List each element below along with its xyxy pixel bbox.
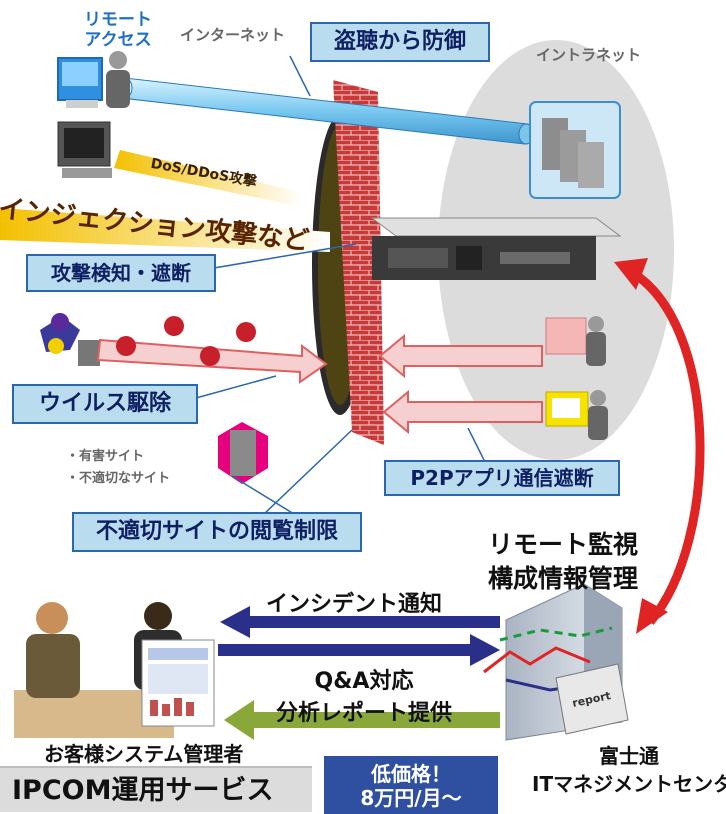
- intranet-label: イントラネット: [536, 46, 642, 64]
- intranet-pc-yellow-icon: [545, 390, 608, 440]
- service-name: IPCOM運用サービス: [0, 766, 312, 812]
- monitoring-arrow: [625, 266, 705, 625]
- customer-admin-icon: [14, 602, 215, 738]
- intranet-pc-pink-icon: [545, 316, 606, 366]
- customer-admin-label: お客様システム管理者: [44, 742, 244, 766]
- attack-detect-callout: 攻撃検知・遮断: [26, 254, 216, 292]
- vpn-tunnel: [120, 77, 529, 145]
- virus-removal-callout: ウイルス駆除: [12, 384, 198, 424]
- price-line-1: 低価格！: [371, 762, 451, 786]
- incident-arrow: [220, 606, 500, 638]
- price-badge: 低価格！ 8万円/月～: [324, 756, 498, 814]
- dos-attack-arrow: [114, 150, 302, 207]
- fujitsu-building-icon: [483, 583, 629, 741]
- report-arrow: [224, 700, 500, 740]
- callout-pointers: [195, 55, 487, 515]
- url-filter-callout: 不適切サイトの閲覧制限: [72, 512, 362, 552]
- qa-arrow: [218, 634, 500, 666]
- ipcom-appliance-icon: [370, 217, 622, 280]
- virus-icons: [116, 316, 256, 366]
- firewall: [312, 80, 384, 445]
- virus-attacker-icon: [40, 313, 100, 366]
- price-line-2: 8万円/月～: [360, 786, 462, 810]
- intranet-server-icon: [529, 101, 621, 199]
- remote-pc-icon: [57, 51, 130, 108]
- remote-access-label: リモート アクセス: [84, 10, 152, 50]
- eavesdrop-callout: 盗聴から防御: [310, 22, 490, 62]
- harmful-sites-label: ・有害サイト ・不適切なサイト: [66, 449, 171, 486]
- qa-report-label: Q&A対応 分析レポート提供: [276, 669, 453, 726]
- remote-monitoring-label: リモート監視 構成情報管理: [488, 530, 639, 593]
- fujitsu-center-label: 富士通 ITマネジメントセンター: [532, 744, 726, 796]
- incident-notice-label: インシデント通知: [266, 592, 443, 617]
- attacker-pc-icon: [57, 121, 112, 178]
- injection-attack-arrow: [0, 208, 330, 252]
- filtered-site-server-icon: [218, 422, 268, 484]
- internet-label: インターネット: [180, 26, 286, 44]
- outbound-arrow-2: [382, 389, 543, 435]
- outbound-arrow-1: [378, 333, 543, 379]
- p2p-block-callout: P2Pアプリ通信遮断: [384, 460, 620, 496]
